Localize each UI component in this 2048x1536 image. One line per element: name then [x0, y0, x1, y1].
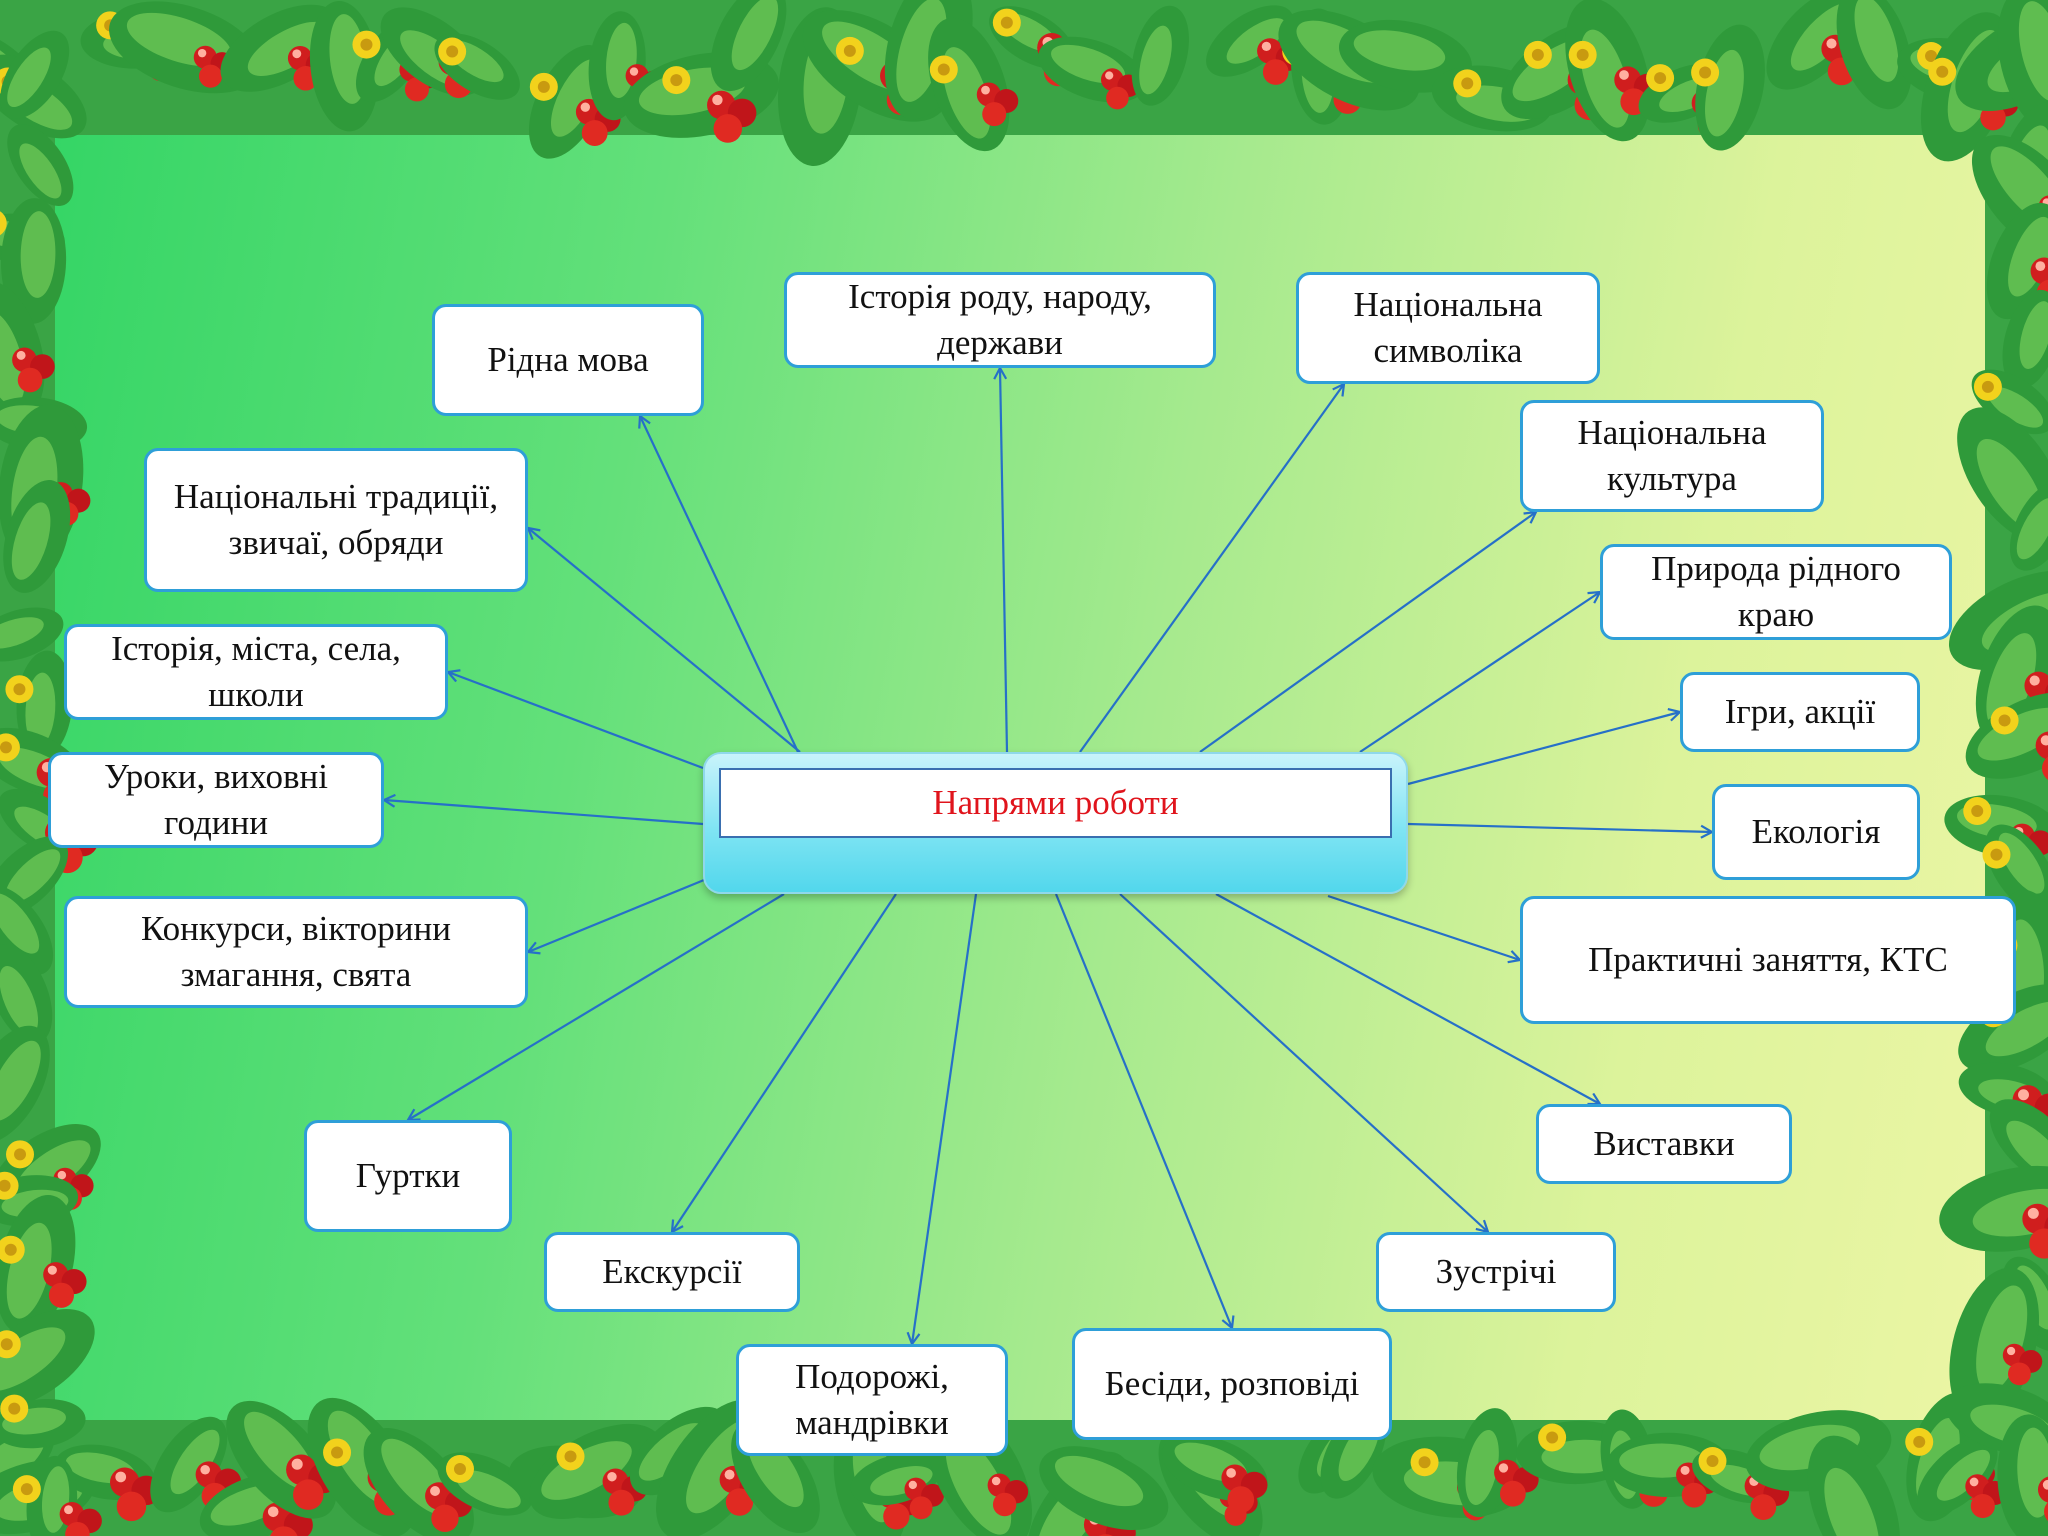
- node-label: Зустрічі: [1435, 1252, 1557, 1291]
- node-label: Уроки, виховні години: [104, 757, 328, 842]
- center-node: Напрями роботи: [703, 752, 1408, 894]
- node-praktychni: Практичні заняття, КТС: [1520, 896, 2016, 1024]
- node-istoriia-mista: Історія, міста, села, школи: [64, 624, 448, 720]
- node-label: Екологія: [1751, 812, 1881, 851]
- arrow-to-besidy: [1054, 893, 1232, 1328]
- node-tradytsii: Національні традиції, звичаї, обряди: [144, 448, 528, 592]
- node-label: Подорожі, мандрівки: [795, 1357, 949, 1442]
- node-ekskursii: Екскурсії: [544, 1232, 800, 1312]
- arrow-to-ekolohiia: [1407, 822, 1712, 832]
- node-label: Конкурси, вікторини змагання, свята: [141, 909, 451, 994]
- node-ekolohiia: Екологія: [1712, 784, 1920, 880]
- node-label: Рідна мова: [487, 340, 649, 379]
- node-label: Природа рідного краю: [1651, 549, 1901, 634]
- node-besidy: Бесіди, розповіді: [1072, 1328, 1392, 1440]
- node-podorozhi: Подорожі, мандрівки: [736, 1344, 1008, 1456]
- arrow-to-ihry: [1407, 712, 1680, 786]
- arrow-to-praktychni: [1327, 894, 1520, 960]
- center-title: Напрями роботи: [932, 783, 1179, 822]
- arrow-to-istoriia-rodu: [1000, 368, 1009, 753]
- node-label: Бесіди, розповіді: [1104, 1364, 1360, 1403]
- arrow-to-natsionalna-kultura: [1199, 512, 1536, 753]
- node-natsionalna-kultura: Національна культура: [1520, 400, 1824, 512]
- node-ihry: Ігри, акції: [1680, 672, 1920, 752]
- arrow-to-natsionalna-symvolika: [1079, 384, 1344, 753]
- arrow-to-uroky: [384, 800, 704, 826]
- arrow-to-vystavky: [1215, 893, 1600, 1104]
- node-istoriia-rodu: Історія роду, народу, держави: [784, 272, 1216, 368]
- node-label: Виставки: [1593, 1124, 1735, 1163]
- node-label: Екскурсії: [602, 1252, 742, 1291]
- node-natsionalna-symvolika: Національна символіка: [1296, 272, 1600, 384]
- arrow-to-tradytsii: [528, 528, 801, 753]
- arrow-to-hurtky: [408, 893, 785, 1120]
- node-konkursy: Конкурси, вікторини змагання, свята: [64, 896, 528, 1008]
- node-pryroda: Природа рідного краю: [1600, 544, 1952, 640]
- node-label: Практичні заняття, КТС: [1588, 940, 1948, 979]
- node-label: Гуртки: [355, 1156, 461, 1195]
- node-uroky: Уроки, виховні години: [48, 752, 384, 848]
- node-label: Національна культура: [1577, 413, 1767, 498]
- arrow-to-konkursy: [528, 878, 705, 952]
- node-label: Національна символіка: [1353, 285, 1543, 370]
- arrow-to-ekskursii: [672, 893, 897, 1232]
- arrow-to-zustrichi: [1119, 893, 1488, 1232]
- center-title-box: Напрями роботи: [719, 768, 1392, 838]
- arrow-to-istoriia-mista: [448, 672, 704, 770]
- node-label: Історія, міста, села, школи: [111, 629, 401, 714]
- arrow-to-pryroda: [1359, 592, 1600, 753]
- node-label: Національні традиції, звичаї, обряди: [173, 477, 499, 562]
- node-label: Історія роду, народу, держави: [848, 277, 1152, 362]
- arrow-to-ridna-mova: [640, 416, 799, 753]
- node-zustrichi: Зустрічі: [1376, 1232, 1616, 1312]
- node-hurtky: Гуртки: [304, 1120, 512, 1232]
- node-ridna-mova: Рідна мова: [432, 304, 704, 416]
- node-vystavky: Виставки: [1536, 1104, 1792, 1184]
- arrow-to-podorozhi: [912, 893, 978, 1344]
- node-label: Ігри, акції: [1724, 692, 1876, 731]
